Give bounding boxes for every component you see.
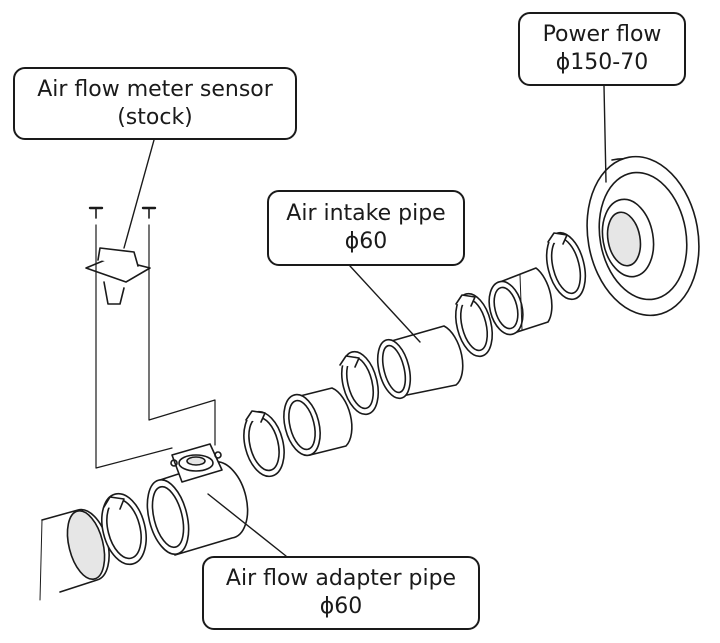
air-flow-adapter-pipe (140, 444, 247, 558)
label-air-intake-pipe-line2: ϕ60 (344, 229, 388, 254)
hose-clamp-1 (95, 489, 153, 569)
label-air-intake-pipe-line1: Air intake pipe (286, 201, 446, 226)
hose-clamp-3 (336, 348, 384, 418)
hose-clamp-2 (238, 407, 291, 480)
label-power-flow-line1: Power flow (542, 22, 662, 47)
intake-tube (40, 507, 111, 600)
coupler-sleeve-2 (484, 268, 552, 338)
label-air-flow-meter-sensor: Air flow meter sensor (stock) (13, 67, 297, 140)
label-air-flow-adapter-pipe-line1: Air flow adapter pipe (225, 566, 457, 591)
coupler-sleeve-1 (278, 388, 352, 459)
hose-clamp-4 (450, 290, 498, 360)
air-intake-pipe (372, 326, 463, 402)
guide-lines (96, 225, 215, 468)
label-air-flow-meter-sensor-line1: Air flow meter sensor (37, 76, 273, 102)
label-air-flow-adapter-pipe: Air flow adapter pipe ϕ60 (202, 556, 480, 630)
leader-lines (124, 86, 606, 556)
label-air-flow-meter-sensor-line2: (stock) (117, 104, 193, 130)
label-power-flow-line2: ϕ150-70 (555, 50, 649, 75)
label-air-flow-adapter-pipe-line2: ϕ60 (319, 594, 363, 619)
power-flow-filter (575, 148, 711, 325)
hose-clamp-5 (540, 229, 591, 304)
label-air-intake-pipe: Air intake pipe ϕ60 (267, 190, 465, 266)
label-power-flow: Power flow ϕ150-70 (518, 12, 686, 86)
meter-sensor-assembly (86, 208, 155, 304)
